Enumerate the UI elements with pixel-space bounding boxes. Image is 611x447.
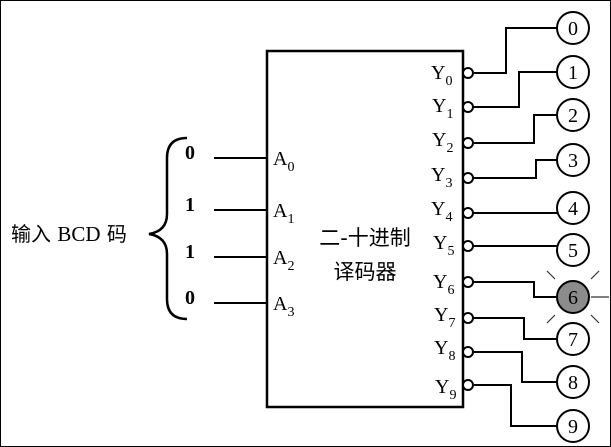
lamp-number: 1	[568, 62, 578, 84]
glow-ray	[546, 314, 556, 324]
output-inversion-bubble	[462, 172, 474, 184]
decoder-title-line2: 译码器	[334, 260, 397, 284]
output-wire	[473, 281, 557, 298]
lamp-lit	[556, 280, 590, 314]
output-inversion-bubble	[462, 207, 474, 219]
input-pin-label: A3	[273, 293, 294, 320]
output-wire	[473, 114, 557, 144]
output-pin-label: Y5	[433, 232, 454, 259]
input-2: 1 A2	[185, 241, 294, 274]
output-8: Y8 8	[434, 337, 590, 399]
output-pin-label: Y2	[432, 129, 453, 156]
input-pin-label: A0	[273, 148, 294, 175]
input-pin-label: A1	[273, 200, 294, 227]
output-pin-label: Y7	[434, 304, 455, 331]
lamp-number: 6	[568, 287, 578, 309]
decoder-block	[265, 49, 465, 409]
lamp	[556, 322, 590, 356]
output-2: Y2 2	[432, 98, 590, 156]
output-wire	[473, 159, 557, 179]
lamp	[556, 191, 590, 225]
output-pin-label: Y9	[435, 376, 456, 403]
lamp	[556, 409, 590, 443]
output-7: Y7 7	[434, 304, 590, 356]
output-pin-label: Y8	[434, 337, 455, 364]
lamp-number: 7	[568, 329, 578, 351]
input-label: 输入 BCD 码	[11, 222, 127, 246]
lamp-glow-rays	[533, 270, 609, 324]
output-9: Y9 9	[435, 376, 590, 443]
lamp	[556, 233, 590, 267]
output-pin-label: Y4	[431, 198, 452, 225]
lamp	[556, 365, 590, 399]
output-inversion-bubble	[462, 379, 474, 391]
output-inversion-bubble	[462, 101, 474, 113]
outputs-layer: Y0 0Y1 1Y2 2Y3 3Y4 4Y5 5Y6 6Y7 7 Y8 8 Y9 9	[431, 11, 609, 443]
output-6: Y6 6	[433, 270, 609, 324]
lamp	[556, 11, 590, 45]
input-pin-label: A2	[273, 247, 294, 274]
decoder-title-line1: 二-十进制	[319, 226, 411, 250]
output-pin-label: Y6	[433, 271, 454, 298]
lamp-number: 3	[568, 150, 578, 172]
glow-ray	[546, 270, 556, 280]
lamp	[556, 98, 590, 132]
output-pin-label: Y1	[432, 95, 453, 122]
output-inversion-bubble	[462, 312, 474, 324]
input-bit-value: 0	[185, 142, 195, 164]
input-brace	[148, 136, 188, 321]
lamp-number: 8	[568, 372, 578, 394]
lamp-number: 2	[568, 105, 578, 127]
output-inversion-bubble	[462, 240, 474, 252]
input-3: 0 A3	[185, 287, 294, 320]
output-inversion-bubble	[462, 137, 474, 149]
output-inversion-bubble	[462, 276, 474, 288]
input-1: 1 A1	[185, 194, 294, 227]
input-bit-value: 0	[185, 287, 195, 309]
output-inversion-bubble	[462, 346, 474, 358]
output-inversion-bubble	[462, 67, 474, 79]
glow-ray	[590, 270, 600, 280]
output-pin-label: Y3	[431, 164, 452, 191]
lamp-number: 4	[568, 198, 578, 220]
output-5: Y5 5	[433, 232, 590, 267]
output-3: Y3 3	[431, 143, 590, 191]
lamp	[556, 55, 590, 89]
output-wire	[473, 317, 557, 340]
input-bit-value: 1	[185, 194, 195, 216]
lamp-number: 5	[568, 240, 578, 262]
lamp-number: 0	[568, 18, 578, 40]
output-pin-label: Y0	[431, 62, 452, 89]
input-bit-value: 1	[185, 241, 195, 263]
lamp	[556, 143, 590, 177]
output-wire	[473, 384, 557, 427]
output-wire	[473, 71, 557, 108]
output-0: Y0 0	[431, 11, 590, 89]
glow-ray	[590, 314, 600, 324]
output-wire	[473, 27, 557, 74]
input-0: 0 A0	[185, 142, 294, 175]
output-wire	[473, 351, 557, 383]
lamp-number: 9	[568, 416, 578, 438]
output-1: Y1 1	[432, 55, 590, 122]
output-4: Y4 4	[431, 191, 590, 225]
